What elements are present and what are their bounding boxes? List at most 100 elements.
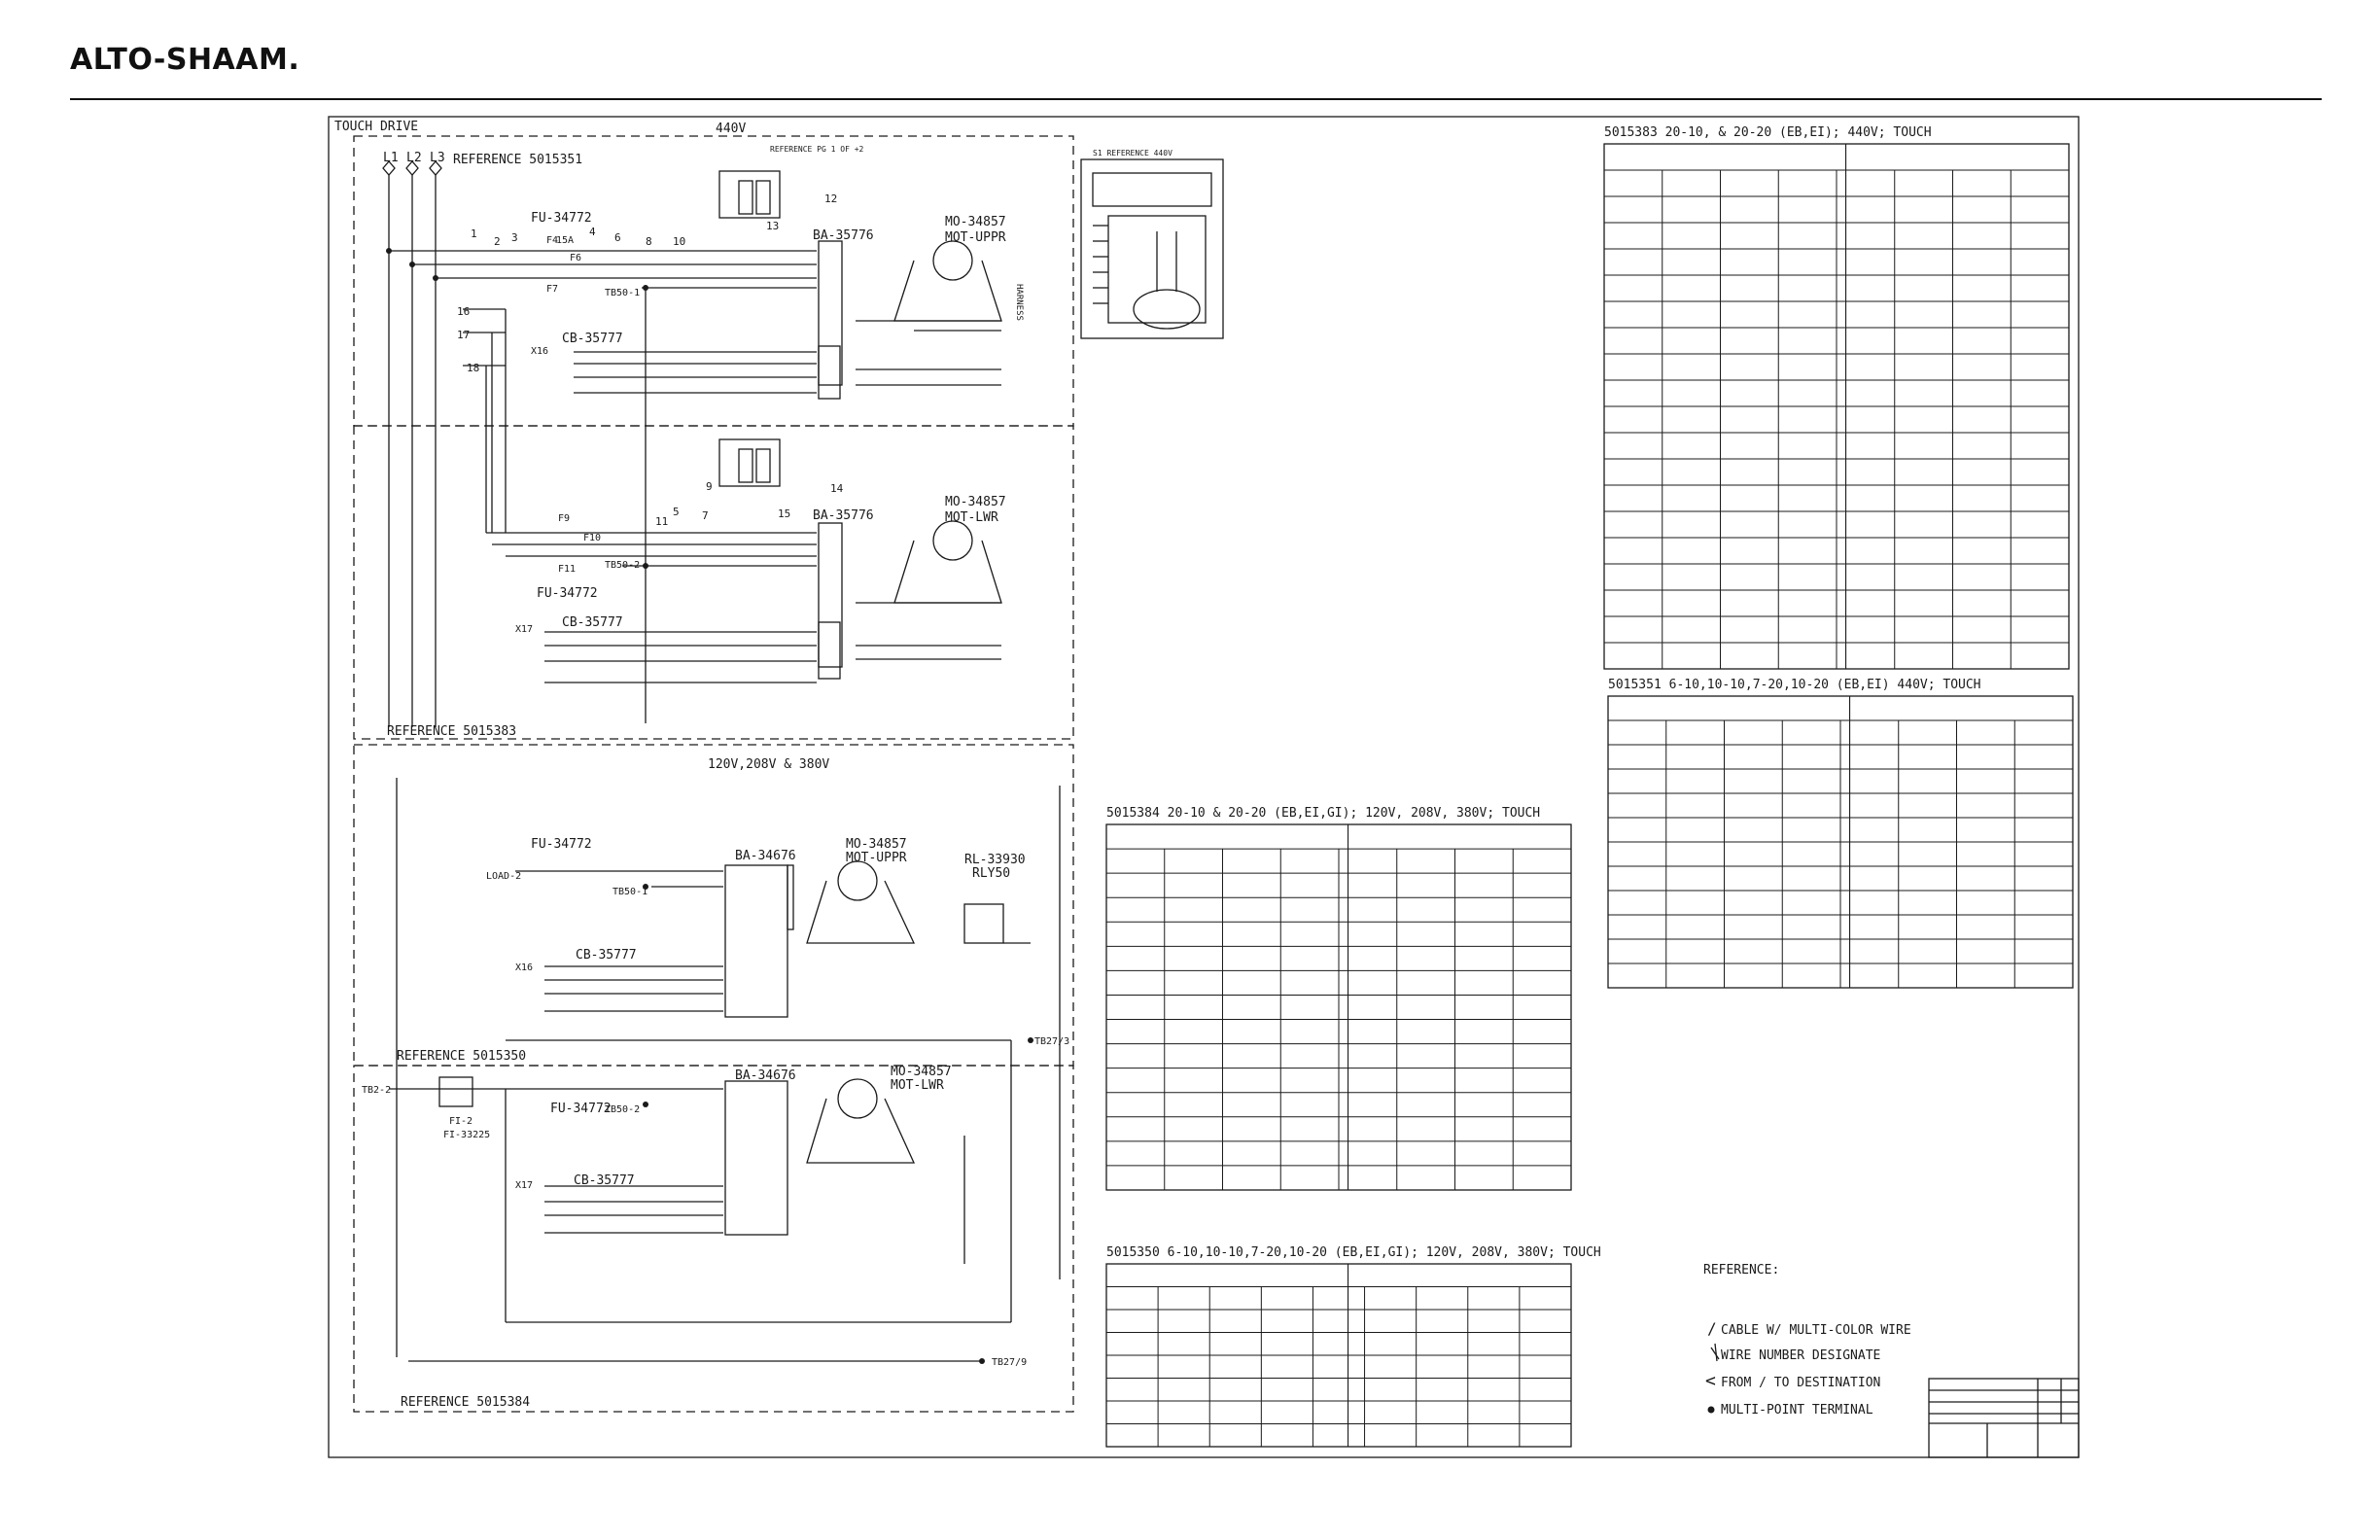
inset-component-view xyxy=(1080,158,1224,339)
inset-label: S1 REFERENCE 440V xyxy=(1093,149,1172,158)
breaker-upper-label: CB-35777 xyxy=(562,332,623,346)
terminal-tb50-2: TB50-2 xyxy=(605,560,640,571)
voltage-120v: 120V,208V & 380V xyxy=(708,757,829,772)
wire-number: 5 xyxy=(673,506,680,518)
lower-breaker-wires xyxy=(544,631,1001,683)
wire-number: 17 xyxy=(457,329,470,341)
lv-tb27-9: TB27/9 xyxy=(992,1357,1027,1368)
legend-wire-label: WIRE NUMBER DESIGNATE xyxy=(1721,1348,1880,1363)
reference-5015350: REFERENCE 5015350 xyxy=(397,1049,526,1064)
lv-motor-upper-name: MOT-UPPR xyxy=(846,851,907,865)
breaker-lower-label: CB-35777 xyxy=(562,615,623,630)
lv-terminal-lower: TB50-2 xyxy=(605,1104,640,1115)
line-l2: L2 xyxy=(406,151,422,165)
lv-drive-upper: BA-34676 xyxy=(735,849,796,863)
fuse-tag: F4 xyxy=(546,235,558,246)
header-rule xyxy=(70,98,2322,100)
fuse-lower-label: FU-34772 xyxy=(537,586,598,601)
connection-table: 5015383 20-10, & 20-20 (EB,EI); 440V; TO… xyxy=(1603,125,2070,670)
table-title: 5015351 6-10,10-10,7-20,10-20 (EB,EI) 44… xyxy=(1608,678,1981,692)
terminal-tb50-1: TB50-1 xyxy=(605,288,640,298)
reference-5015351: REFERENCE 5015351 xyxy=(453,153,582,167)
alto-shaam-logo: ALTO-SHAAM. xyxy=(70,43,300,77)
fuse-rating: 15A xyxy=(556,235,574,246)
lower-feed-wires xyxy=(486,532,817,567)
title-block xyxy=(1928,1378,2080,1458)
wire-number: 11 xyxy=(655,515,668,528)
drive-upper-label: BA-35776 xyxy=(813,228,874,243)
legend-terminal-dot xyxy=(1707,1406,1715,1414)
wire-number: 14 xyxy=(830,482,844,495)
wire-number: 9 xyxy=(706,480,713,493)
legend-cable-symbol: / xyxy=(1707,1319,1717,1338)
wire-number: 1 xyxy=(471,228,477,240)
drive-lower-label: BA-35776 xyxy=(813,508,874,523)
voltage-440v: 440V xyxy=(716,122,746,136)
lv-breaker-upper: CB-35777 xyxy=(576,948,637,962)
upper-breaker-wires xyxy=(574,351,1001,394)
terminal-dots xyxy=(386,248,1033,1364)
fuse-tags: F4 F6 F7 F9 F10 F11 xyxy=(546,235,601,575)
lv-motor-lower-name: MOT-LWR xyxy=(891,1078,944,1093)
fuse-tag: F6 xyxy=(570,253,581,263)
wire-number: 15 xyxy=(778,508,790,520)
lv-motor-lower-code: MO-34857 xyxy=(891,1065,952,1079)
upper-drive-ba35776 xyxy=(718,170,1002,400)
lv-filter-tag: FI-2 xyxy=(449,1116,472,1127)
wire-number: 12 xyxy=(824,192,837,205)
fuse-tag: F9 xyxy=(558,513,570,524)
lower-drive-ba35776 xyxy=(718,438,1002,680)
sheet-border xyxy=(328,116,2080,1458)
section-120v-lower xyxy=(353,1065,1074,1413)
wire-number: 6 xyxy=(614,231,621,244)
fuse-tag: F11 xyxy=(558,564,576,575)
line-l3: L3 xyxy=(430,151,445,165)
lv-tb2: TB2-2 xyxy=(362,1085,391,1096)
wire-number: 16 xyxy=(457,305,470,318)
legend-title: REFERENCE: xyxy=(1703,1263,1779,1278)
table-title: 5015350 6-10,10-10,7-20,10-20 (EB,EI,GI)… xyxy=(1106,1245,1601,1260)
section-440v-upper xyxy=(353,135,1074,427)
motor-upper-name: MOT-UPPR xyxy=(945,230,1006,245)
table-title: 5015384 20-10 & 20-20 (EB,EI,GI); 120V, … xyxy=(1106,806,1540,821)
lv-fuse-upper: FU-34772 xyxy=(531,837,592,852)
connection-table: 5015384 20-10 & 20-20 (EB,EI,GI); 120V, … xyxy=(1105,806,1572,1191)
wire-number: 13 xyxy=(766,220,779,232)
lv-relay: RL-33930 xyxy=(964,853,1026,867)
legend-destination-symbol: < xyxy=(1705,1371,1716,1391)
power-lines-l1-l3 xyxy=(382,160,442,727)
connection-table: 5015350 6-10,10-10,7-20,10-20 (EB,EI,GI)… xyxy=(1105,1245,1601,1448)
table-title: 5015383 20-10, & 20-20 (EB,EI); 440V; TO… xyxy=(1604,125,1932,140)
lv-motor-upper-code: MO-34857 xyxy=(846,837,907,852)
lv-fuse-lower: FU-34772 xyxy=(550,1102,612,1116)
lv-drive-lower: BA-34676 xyxy=(735,1068,796,1083)
lv-breaker-lower: CB-35777 xyxy=(574,1173,635,1188)
section-120v-upper xyxy=(353,744,1074,1067)
wire-number: 2 xyxy=(494,235,501,248)
wire-number-symbol xyxy=(1710,1343,1720,1362)
low-voltage-upper xyxy=(396,778,1061,1357)
wire-number: 18 xyxy=(467,362,479,374)
fuse-tag: F7 xyxy=(546,284,558,295)
wire-numbers: 1 2 3 4 6 8 10 12 13 14 15 16 17 18 5 7 … xyxy=(457,192,844,528)
motor-upper-code: MO-34857 xyxy=(945,215,1006,229)
motor-lower-code: MO-34857 xyxy=(945,495,1006,509)
wire-number: 10 xyxy=(673,235,685,248)
reference-5015383: REFERENCE 5015383 xyxy=(387,724,516,739)
lv-load: LOAD-2 xyxy=(486,871,521,882)
ref-pg-upper: REFERENCE PG 1 OF +2 xyxy=(770,145,864,154)
lv-terminal-upper: TB50-1 xyxy=(612,887,648,897)
lv-x17: X17 xyxy=(515,1180,533,1191)
legend-terminal-label: MULTI-POINT TERMINAL xyxy=(1721,1403,1873,1418)
line-l1: L1 xyxy=(383,151,399,165)
low-voltage-lower xyxy=(389,1040,1012,1362)
reference-5015384: REFERENCE 5015384 xyxy=(401,1395,530,1410)
motor-lower-name: MOT-LWR xyxy=(945,510,998,525)
connection-tables: 5015383 20-10, & 20-20 (EB,EI); 440V; TO… xyxy=(1105,125,2074,1448)
lv-x16: X16 xyxy=(515,962,533,973)
drawing-title: TOUCH DRIVE xyxy=(334,120,418,134)
lv-filter: FI-33225 xyxy=(443,1130,490,1140)
wire-number: 4 xyxy=(589,226,596,238)
wire-number: 3 xyxy=(511,231,518,244)
